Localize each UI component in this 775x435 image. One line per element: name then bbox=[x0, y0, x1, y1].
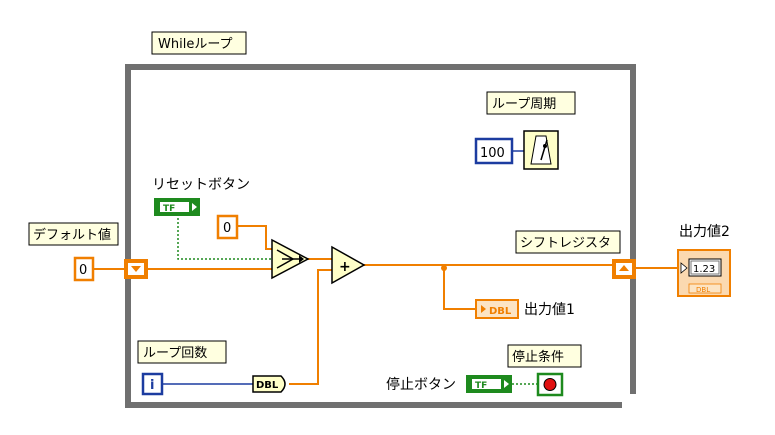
while-loop-label-box bbox=[151, 31, 247, 55]
stop-button-terminal[interactable]: TF bbox=[466, 375, 512, 393]
svg-text:+: + bbox=[339, 259, 351, 275]
wire-reset-const-to-select bbox=[237, 225, 272, 250]
wire-count-to-add bbox=[289, 269, 332, 385]
svg-text:TF: TF bbox=[475, 381, 487, 391]
metronome-icon[interactable] bbox=[523, 130, 559, 170]
default-value-text: 0 bbox=[79, 263, 87, 278]
default-value-label-box bbox=[28, 222, 119, 246]
stop-condition-label: 停止条件 bbox=[512, 349, 564, 365]
svg-text:1.23: 1.23 bbox=[693, 264, 715, 275]
select-node[interactable] bbox=[271, 238, 310, 280]
stop-condition-label-box bbox=[507, 344, 582, 368]
shift-register-label-box bbox=[515, 230, 621, 254]
loop-period-label: ループ周期 bbox=[492, 97, 556, 112]
to-double-node[interactable]: DBL bbox=[252, 375, 286, 393]
stop-button-label: 停止ボタン bbox=[386, 376, 456, 393]
svg-text:DBL: DBL bbox=[256, 380, 279, 391]
while-loop-frame[interactable] bbox=[125, 64, 636, 408]
reset-value-constant[interactable] bbox=[216, 214, 239, 240]
default-value-constant[interactable] bbox=[73, 256, 95, 282]
reset-value-text: 0 bbox=[223, 221, 231, 236]
wire-reset-boolean bbox=[177, 218, 274, 260]
output-value-2-indicator[interactable]: 1.23 DBL bbox=[677, 249, 731, 297]
loop-period-label-box bbox=[486, 91, 576, 115]
loop-count-label-box bbox=[137, 340, 227, 364]
while-loop-label: Whileループ bbox=[158, 37, 233, 52]
reset-button-label: リセットボタン bbox=[152, 177, 250, 193]
svg-text:TF: TF bbox=[163, 204, 175, 214]
output-value-1-indicator[interactable]: DBL bbox=[475, 299, 519, 319]
loop-period-value: 100 bbox=[480, 146, 505, 161]
add-node[interactable]: + bbox=[331, 245, 366, 285]
output-value-1-label: 出力値1 bbox=[524, 302, 575, 318]
svg-text:i: i bbox=[150, 378, 154, 393]
wire-to-output1 bbox=[443, 268, 476, 310]
shift-register-left-icon[interactable] bbox=[124, 259, 148, 279]
default-value-label: デフォルト値 bbox=[33, 227, 111, 243]
while-loop-corner-gap bbox=[622, 394, 636, 408]
iteration-terminal[interactable]: i bbox=[141, 372, 164, 396]
svg-text:DBL: DBL bbox=[489, 306, 512, 317]
shift-register-label: シフトレジスタ bbox=[520, 236, 611, 251]
stop-condition-terminal[interactable] bbox=[536, 372, 564, 397]
numeric-wires bbox=[93, 225, 678, 385]
loop-count-label: ループ回数 bbox=[143, 346, 207, 361]
svg-text:DBL: DBL bbox=[696, 286, 710, 294]
reset-button-terminal[interactable]: TF bbox=[154, 198, 200, 216]
wire-junction bbox=[441, 265, 447, 271]
shift-register-right-icon[interactable] bbox=[612, 259, 636, 279]
output-value-2-label: 出力値2 bbox=[679, 224, 730, 240]
